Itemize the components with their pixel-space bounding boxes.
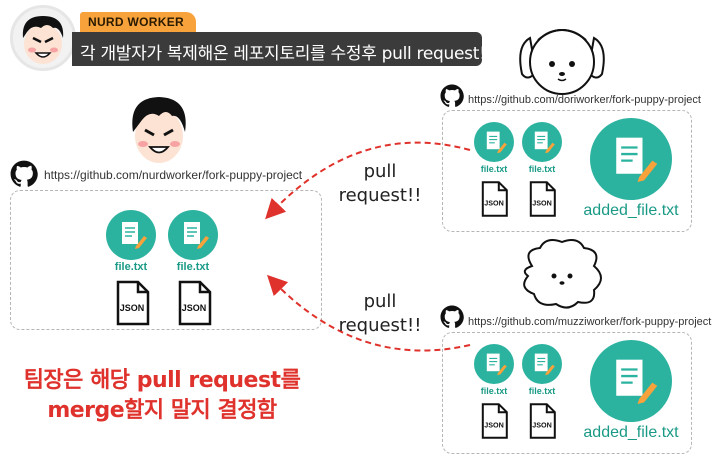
added-file-icon bbox=[590, 118, 672, 200]
json-file-icon: JSON bbox=[178, 280, 212, 326]
dori-repo-url[interactable]: https://github.com/doriworker/fork-puppy… bbox=[468, 94, 701, 106]
pull-request-label-bottom: pull request!! bbox=[338, 291, 422, 336]
main-repo-url[interactable]: https://github.com/nurdworker/fork-puppy… bbox=[44, 168, 303, 182]
svg-text:JSON: JSON bbox=[484, 198, 504, 207]
file-txt-icon bbox=[522, 344, 562, 384]
added-file-label: added_file.txt bbox=[583, 202, 679, 219]
added-file-icon bbox=[590, 340, 672, 422]
muzzi-repo-url[interactable]: https://github.com/muzziworker/fork-pupp… bbox=[468, 316, 712, 328]
muzzi-repo-box bbox=[442, 332, 692, 454]
json-file-icon: JSON bbox=[529, 403, 556, 439]
banner-title: 각 개발자가 복제해온 레포지토리를 수정후 pull request! bbox=[80, 44, 486, 64]
pull-request-label-top: pull request!! bbox=[338, 161, 422, 206]
added-file-label: added_file.txt bbox=[583, 424, 679, 441]
title-banner bbox=[72, 32, 482, 66]
arrow-top bbox=[265, 141, 471, 220]
json-file-icon: JSON bbox=[481, 403, 508, 439]
file-txt-icon bbox=[106, 210, 156, 260]
file-label: file.txt bbox=[480, 164, 508, 174]
file-txt-icon bbox=[474, 344, 514, 384]
github-icon bbox=[440, 84, 464, 107]
file-label: file.txt bbox=[528, 386, 556, 396]
puppy-dori-icon bbox=[519, 29, 605, 95]
file-label: file.txt bbox=[176, 261, 210, 273]
developer-face-icon bbox=[22, 16, 64, 64]
dori-repo-box bbox=[442, 110, 692, 232]
file-txt-icon bbox=[168, 210, 218, 260]
svg-text:JSON: JSON bbox=[120, 303, 145, 313]
header-avatar bbox=[10, 5, 76, 71]
svg-text:JSON: JSON bbox=[532, 420, 552, 429]
file-txt-icon bbox=[522, 122, 562, 162]
puppy-muzzi-icon bbox=[523, 239, 602, 309]
file-label: file.txt bbox=[528, 164, 556, 174]
merge-decision-note: 팀장은 해당 pull request를 merge할지 말지 결정함 bbox=[23, 368, 301, 423]
json-file-icon: JSON bbox=[481, 181, 508, 217]
json-file-icon: JSON bbox=[116, 280, 150, 326]
file-txt-icon bbox=[474, 122, 514, 162]
svg-text:JSON: JSON bbox=[182, 303, 207, 313]
file-label: file.txt bbox=[114, 261, 148, 273]
file-label: file.txt bbox=[480, 386, 508, 396]
team-lead-face-icon bbox=[132, 97, 186, 163]
svg-text:JSON: JSON bbox=[532, 198, 552, 207]
svg-text:JSON: JSON bbox=[484, 420, 504, 429]
arrow-bottom bbox=[267, 274, 471, 352]
json-file-icon: JSON bbox=[529, 181, 556, 217]
main-repo-box bbox=[10, 190, 322, 330]
github-icon bbox=[10, 160, 38, 187]
nurd-worker-tag: NURD WORKER bbox=[80, 12, 196, 32]
github-icon bbox=[440, 305, 464, 328]
